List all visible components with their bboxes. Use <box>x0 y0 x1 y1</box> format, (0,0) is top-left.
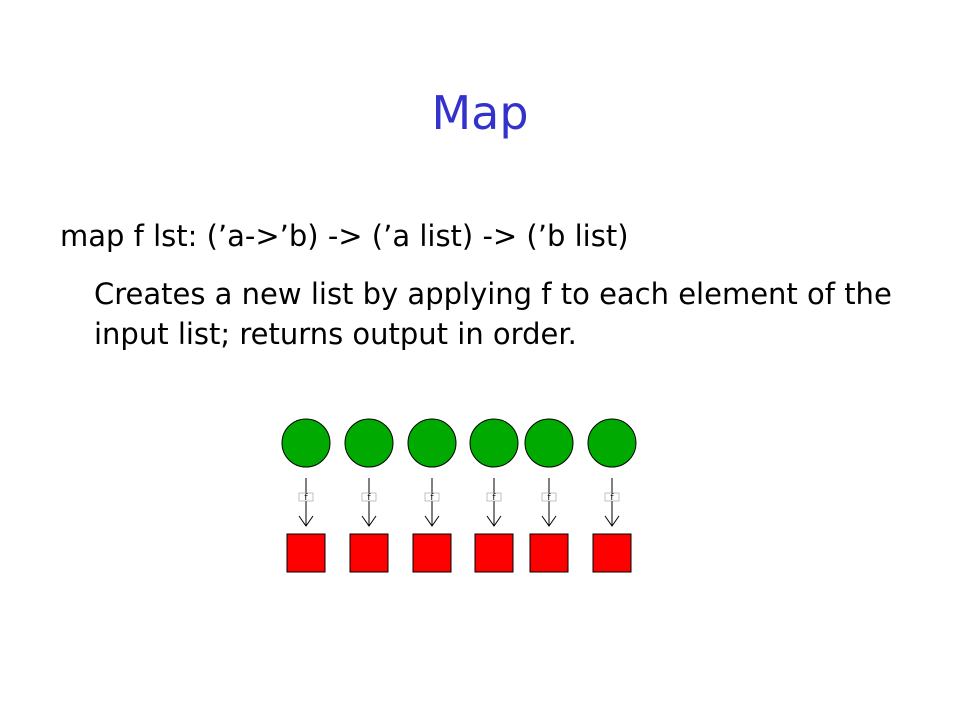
f-arrow: f <box>424 478 440 527</box>
output-list <box>286 533 632 573</box>
input-element <box>587 418 637 468</box>
output-element <box>286 533 326 573</box>
f-label: f <box>367 493 371 503</box>
f-arrow: f <box>486 478 502 527</box>
f-arrow: f <box>541 478 557 527</box>
f-label: f <box>304 493 308 503</box>
output-element <box>349 533 389 573</box>
input-element <box>344 418 394 468</box>
map-type-signature: map f lst: (’a->’b) -> (’a list) -> (’b … <box>60 219 629 253</box>
f-arrow: f <box>604 478 620 527</box>
input-element <box>281 418 331 468</box>
f-arrow: f <box>361 478 377 527</box>
input-element <box>524 418 574 468</box>
input-list <box>281 418 637 468</box>
output-element <box>412 533 452 573</box>
f-label: f <box>492 493 496 503</box>
f-label: f <box>547 493 551 503</box>
f-label: f <box>430 493 434 503</box>
output-element <box>529 533 569 573</box>
output-element <box>592 533 632 573</box>
input-element <box>407 418 457 468</box>
slide-title: Map <box>431 86 529 140</box>
map-description: Creates a new list by applying f to each… <box>94 277 892 351</box>
input-element <box>469 418 519 468</box>
output-element <box>474 533 514 573</box>
f-arrow: f <box>298 478 314 527</box>
f-label: f <box>610 493 614 503</box>
